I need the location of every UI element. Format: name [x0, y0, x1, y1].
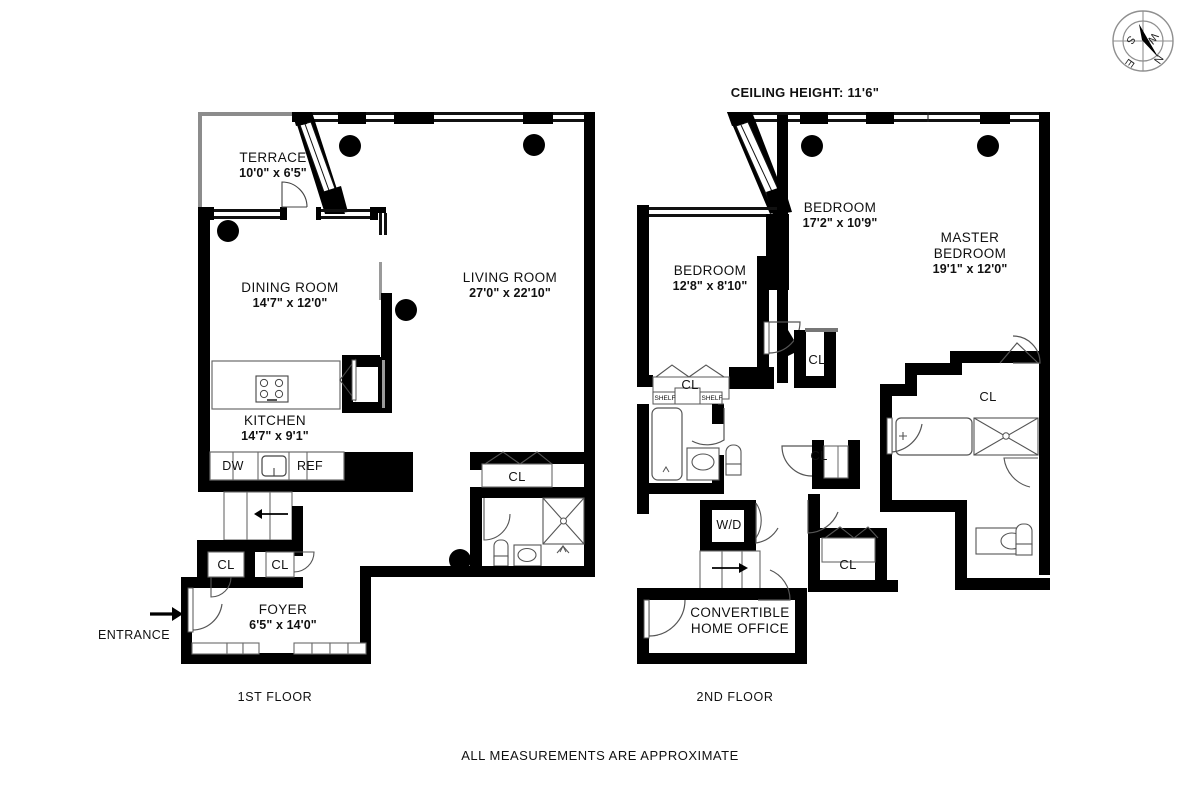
- room-label-master-bedroom: MASTER BEDROOM 19'1" x 12'0": [880, 230, 1060, 277]
- room-label-bedroom-3: BEDROOM 12'8" x 8'10": [625, 263, 795, 294]
- room-label-terrace: TERRACE 10'0" x 6'5": [178, 150, 368, 181]
- compass-rose: N S W E: [1112, 10, 1174, 72]
- foyer-walls: [150, 506, 584, 664]
- floor-caption-first: 1ST FLOOR: [237, 690, 313, 704]
- hall-walls-second: [807, 494, 898, 592]
- room-label-kitchen: KITCHEN 14'7" x 9'1": [185, 413, 365, 444]
- master-name-line2: BEDROOM: [933, 245, 1007, 261]
- dining-dim: 14'7" x 12'0": [252, 295, 328, 310]
- structural-columns: [217, 134, 545, 571]
- first-floor-plan: [150, 112, 595, 664]
- office-name-line1: CONVERTIBLE: [690, 605, 790, 620]
- stair-run-second: [699, 550, 761, 590]
- entrance-label: ENTRANCE: [98, 628, 170, 642]
- closet-label-bedroom3: CL: [681, 377, 699, 392]
- bedroom3-name: BEDROOM: [673, 263, 747, 278]
- bedroom3-window-wall: [637, 205, 779, 375]
- kitchen-lower-wall: [198, 452, 413, 492]
- west-exterior-wall: [198, 207, 210, 492]
- center-closet-upper: [794, 328, 838, 388]
- stair-run-first: [223, 491, 293, 541]
- kitchen-name: KITCHEN: [243, 413, 307, 428]
- appliance-label-refrigerator: REF: [297, 459, 323, 473]
- shelf-label-left: SHELF: [654, 395, 676, 402]
- floor-caption-second: 2ND FLOOR: [696, 690, 774, 704]
- bedroom2-dim: 17'2" x 10'9": [802, 215, 878, 230]
- central-partition: [339, 262, 392, 413]
- center-closet-lower: [781, 440, 860, 489]
- east-exterior-wall: [584, 112, 595, 577]
- terrace-name: TERRACE: [239, 150, 307, 165]
- foyer-name: FOYER: [258, 602, 308, 617]
- footer-note: ALL MEASUREMENTS ARE APPROXIMATE: [461, 748, 739, 763]
- bedroom2-name: BEDROOM: [803, 200, 877, 215]
- closet-label-hall-mid: CL: [810, 448, 828, 463]
- closet-label-hall-lower: CL: [839, 557, 857, 572]
- closet-label-powder: CL: [508, 469, 526, 484]
- room-label-foyer: FOYER 6'5" x 14'0": [193, 602, 373, 633]
- closet-label-foyer-1: CL: [217, 557, 235, 572]
- appliance-label-dishwasher: DW: [222, 459, 244, 473]
- second-floor-plan: [637, 112, 1050, 664]
- room-label-dining: DINING ROOM 14'7" x 12'0": [200, 280, 380, 311]
- washer-dryer-closet: [700, 500, 779, 551]
- terrace-outline: [198, 112, 294, 210]
- kitchen-island: [211, 360, 341, 410]
- appliance-label-washer-dryer: W/D: [716, 518, 742, 532]
- master-dim: 19'1" x 12'0": [932, 261, 1008, 276]
- master-name-line1: MASTER: [940, 230, 1000, 245]
- foyer-dim: 6'5" x 14'0": [249, 617, 317, 632]
- bedroom3-dim: 12'8" x 8'10": [672, 278, 748, 293]
- closet-label-foyer-2: CL: [271, 557, 289, 572]
- office-name-line2: HOME OFFICE: [690, 620, 790, 636]
- room-label-bedroom-2: BEDROOM 17'2" x 10'9": [750, 200, 930, 231]
- home-office-walls: [637, 569, 807, 664]
- ceiling-height-note: CEILING HEIGHT: 11'6": [730, 85, 880, 100]
- shelf-label-right: SHELF: [701, 395, 723, 402]
- living-name: LIVING ROOM: [462, 270, 558, 285]
- room-label-home-office: CONVERTIBLE HOME OFFICE: [645, 605, 835, 637]
- closet-label-master: CL: [979, 389, 997, 404]
- second-floor-columns: [801, 135, 999, 157]
- master-bath-block: [880, 335, 1050, 590]
- terrace-dim: 10'0" x 6'5": [239, 165, 307, 180]
- second-east-wall: [1039, 112, 1050, 575]
- bedroom3-closet: [637, 364, 774, 405]
- living-dim: 27'0" x 22'10": [469, 285, 551, 300]
- kitchen-counter-run: [209, 451, 345, 481]
- room-label-living: LIVING ROOM 27'0" x 22'10": [420, 270, 600, 301]
- closet-label-hall-upper: CL: [808, 352, 826, 367]
- terrace-diagonal-wall: [292, 112, 348, 214]
- dining-name: DINING ROOM: [241, 280, 339, 295]
- kitchen-dim: 14'7" x 9'1": [241, 428, 309, 443]
- bedroom-divider-wall: [757, 115, 801, 384]
